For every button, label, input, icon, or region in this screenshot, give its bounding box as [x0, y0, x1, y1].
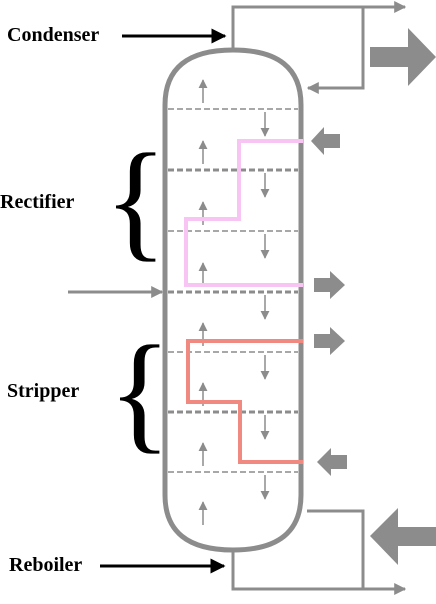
stripper-outlet-arrow-icon: [314, 327, 345, 355]
stripper-brace-icon: {: [108, 318, 171, 465]
trays: [168, 108, 298, 473]
reboiler-label: Reboiler: [9, 554, 83, 576]
rectifier-inlet-arrow-icon: [311, 127, 340, 155]
reboiler-duty-arrow-icon: [370, 508, 436, 565]
stripper-label: Stripper: [7, 380, 80, 402]
rectifier-section-path: [184, 139, 303, 287]
condenser-label: Condenser: [7, 24, 100, 46]
condenser-loop: [231, 1, 407, 94]
stripper-inlet-arrow-icon: [317, 448, 347, 476]
reboiler-loop: [231, 509, 407, 595]
condenser-duty-arrow-icon: [370, 28, 436, 86]
rectifier-label: Rectifier: [0, 191, 75, 213]
rectifier-brace-icon: {: [104, 126, 167, 273]
rectifier-outlet-arrow-icon: [314, 271, 345, 299]
column-vessel: [162, 47, 304, 553]
stripper-section-path: [186, 339, 303, 464]
